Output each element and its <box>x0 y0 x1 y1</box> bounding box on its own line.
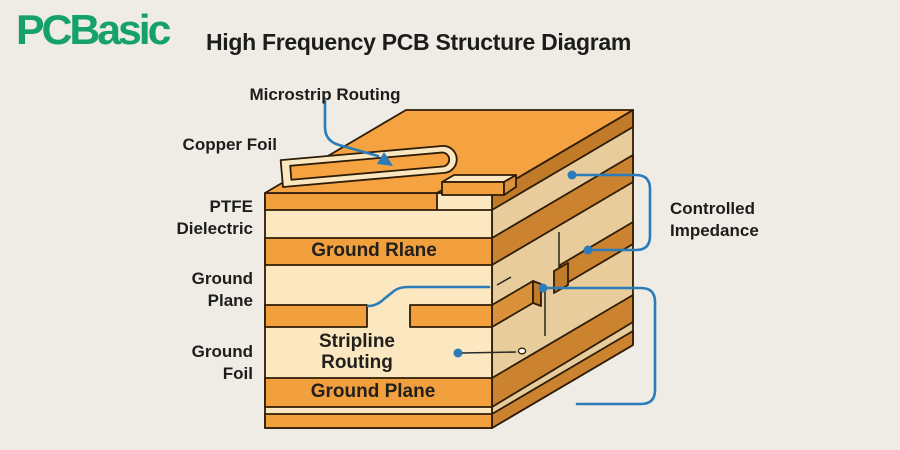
controlled-impedance-bracket-lower <box>538 283 657 406</box>
ground-plane-left-label: Ground Plane <box>191 269 253 310</box>
ground-plane-band-label: Ground Plane <box>310 381 436 402</box>
controlled-impedance-label: Controlled Impedance <box>670 199 759 240</box>
microstrip-routing-label: Microstrip Routing <box>249 85 401 104</box>
top-face <box>264 109 634 196</box>
ground-rlane-band-label: Ground Rlane <box>311 240 437 261</box>
stripline-trace-left <box>264 304 368 328</box>
hairpin-trace <box>279 145 458 188</box>
front-band-top-copper <box>264 192 438 211</box>
front-band-ground-plane <box>264 377 493 408</box>
controlled-impedance-bracket-upper <box>567 170 652 255</box>
page-title: High Frequency PCB Structure Diagram <box>206 29 632 55</box>
via-bar <box>553 262 569 294</box>
stripline-trace-right <box>409 304 493 328</box>
annotation-lines <box>323 99 657 406</box>
stripline-routing-band-label: Stripline Routing <box>318 331 395 373</box>
stripline-leader <box>366 285 491 308</box>
via-hole <box>517 347 527 355</box>
side-face <box>491 109 634 429</box>
notch-edge <box>496 276 512 286</box>
front-face <box>264 192 493 429</box>
copper-foil-label: Copper Foil <box>182 135 277 154</box>
pcbasic-logo: PCBasic <box>16 6 171 53</box>
stripline-point <box>453 348 517 358</box>
front-band-bottom-foil <box>264 413 493 429</box>
raised-trace <box>441 174 517 196</box>
microstrip-arrow <box>323 99 393 166</box>
front-band-ground-rlane <box>264 237 493 266</box>
ptfe-dielectric-label: PTFE Dielectric <box>176 197 253 238</box>
ground-foil-label: Ground Foil <box>191 342 253 383</box>
